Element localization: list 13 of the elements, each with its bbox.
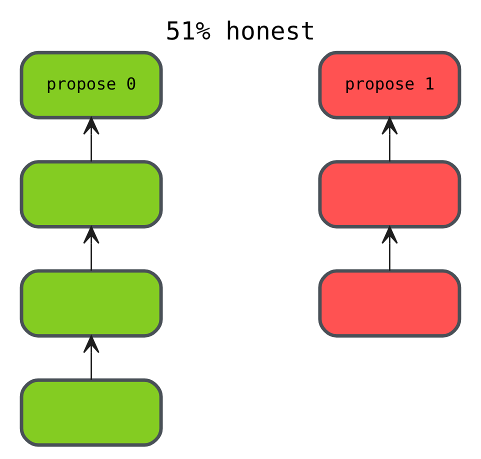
diagram-title: 51% honest (166, 16, 316, 46)
node-box (20, 160, 163, 228)
arrow (83, 335, 100, 380)
arrow (83, 226, 100, 271)
node-box (20, 269, 163, 338)
arrow (83, 116, 100, 162)
arrow (382, 116, 398, 162)
node-box (318, 269, 462, 338)
node-box: propose 0 (20, 50, 163, 120)
node-box (20, 378, 163, 447)
node-box: propose 1 (318, 50, 462, 120)
arrow (382, 226, 398, 271)
node-box (318, 160, 462, 228)
